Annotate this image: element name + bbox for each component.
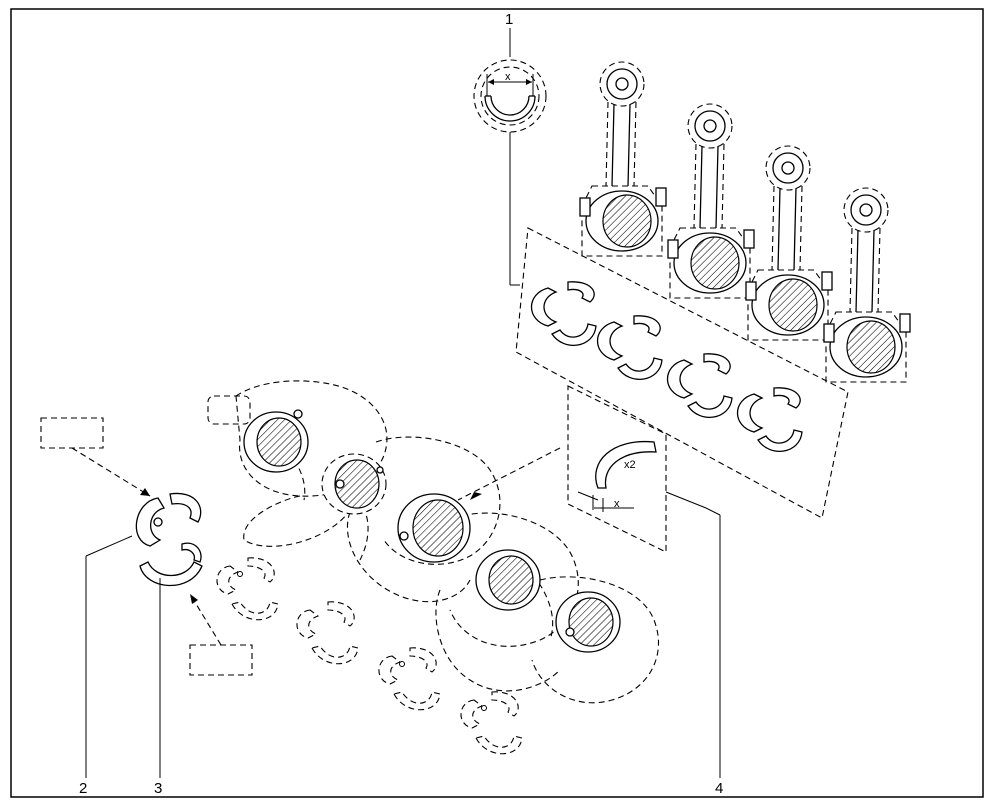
connecting-rod-4	[823, 187, 911, 383]
quantity-label: x2	[624, 459, 636, 471]
callout-4: 4	[715, 780, 723, 797]
upper-main-shell	[135, 497, 166, 547]
connecting-rod-3	[745, 145, 833, 341]
upper-shell-tag-box	[40, 417, 104, 449]
connecting-rod-2	[667, 103, 755, 299]
lower-main-shell	[139, 561, 203, 587]
main-bearing-shell-detail	[40, 417, 253, 778]
callout-1: 1	[505, 11, 513, 28]
crankshaft-journals	[243, 409, 621, 653]
rod-bearing-shell-2	[597, 315, 663, 380]
callout-2: 2	[79, 780, 87, 797]
detail-upper-shell	[473, 28, 547, 286]
rod-bearing-group	[515, 227, 849, 519]
thrust-dimension-label: x	[614, 498, 620, 510]
rod-bearing-shell-3	[667, 353, 733, 418]
thrust-washer-detail: x2 x	[457, 385, 721, 778]
drawing-frame	[10, 8, 984, 798]
rod-bearing-shell-1	[531, 281, 597, 346]
connecting-rod-1	[579, 61, 667, 257]
width-dimension-label: x	[505, 71, 511, 83]
rod-bearing-shell-4	[737, 387, 803, 452]
lower-shell-tag-box	[189, 644, 253, 676]
callout-3: 3	[154, 780, 162, 797]
lower-main-bearing-shells	[216, 557, 523, 755]
